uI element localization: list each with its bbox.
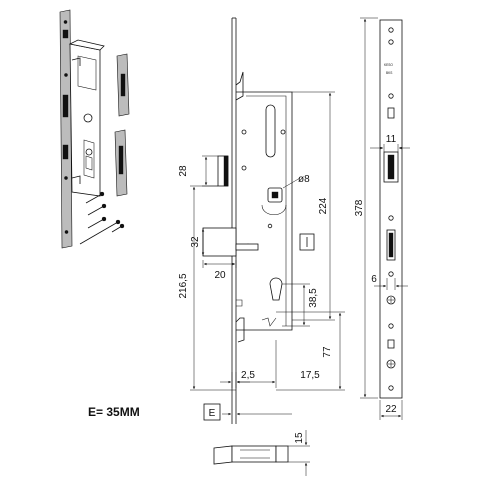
dim-378: 378	[354, 199, 365, 216]
side-top-hook	[235, 71, 244, 101]
front-logo-line2: BKS	[386, 71, 392, 75]
dim-diameter-8: ø8	[298, 174, 310, 185]
side-bottom-hook	[235, 317, 245, 343]
side-cylinder-hole	[269, 277, 283, 301]
dim-32: 32	[190, 236, 201, 248]
side-dimensions: 28 32 20 216,5 ø8 224 38,5	[178, 17, 378, 421]
dim-e-label: E	[209, 408, 216, 419]
bottom-latch-view: 15	[213, 430, 310, 476]
dim-17-5: 17,5	[300, 370, 320, 381]
perspective-faceplate	[59, 9, 73, 249]
dim-6: 6	[371, 274, 377, 285]
perspective-screws	[79, 191, 125, 245]
backset-spec: E= 35MM	[88, 405, 140, 419]
dim-2-5: 2,5	[241, 370, 255, 381]
side-deadbolt-32	[202, 227, 237, 257]
front-screw-mid	[386, 359, 396, 369]
side-top-slot	[265, 104, 276, 158]
front-view: KESO BKS 11 6 22	[370, 19, 410, 420]
side-view: 28 32 20 216,5 ø8 224 38,5	[178, 17, 378, 424]
front-screw-top	[386, 295, 396, 305]
dim-28: 28	[178, 165, 189, 177]
bottom-latch-body	[231, 445, 277, 463]
side-lock-case	[236, 91, 293, 331]
front-logo-line1: KESO	[384, 63, 393, 67]
dim-20: 20	[214, 270, 226, 281]
dim-15: 15	[294, 432, 305, 444]
dim-11: 11	[386, 134, 397, 145]
dim-e-box	[203, 403, 221, 421]
front-faceplate	[379, 19, 403, 399]
dim-224: 224	[318, 197, 329, 214]
lock-perspective-view	[59, 9, 130, 249]
dim-38-5: 38,5	[308, 288, 319, 308]
dim-77: 77	[322, 346, 333, 358]
dim-216-5: 216,5	[178, 273, 189, 298]
dim-22: 22	[385, 404, 397, 415]
